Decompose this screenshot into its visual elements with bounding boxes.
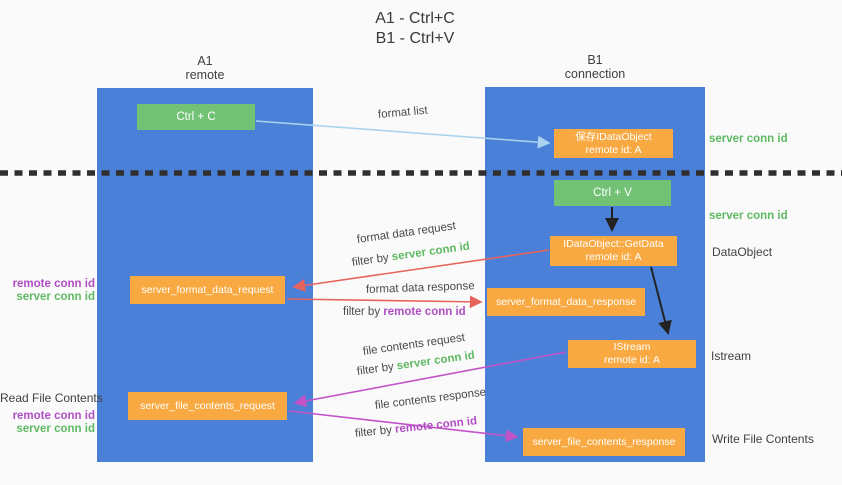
right-column-name: B1 [587, 53, 603, 67]
format-list-label: format list [377, 104, 429, 121]
format-data-response-label: format data response [365, 280, 475, 296]
left-column-name: A1 [197, 54, 213, 68]
format-data-request-label: format data request [356, 220, 457, 246]
server-conn-id-annotation-top: server conn id [709, 133, 788, 145]
node-server-file-contents-response-label: server_file_contents_response [532, 435, 676, 448]
node-save-idataobject: 保存IDataObject remote id: A [554, 129, 673, 158]
node-server-file-contents-response: server_file_contents_response [523, 428, 685, 456]
file-contents-response-filter-label: filter by remote conn id [354, 415, 477, 440]
node-idataobject-getdata-line1: IDataObject::GetData [563, 238, 664, 250]
node-server-file-contents-request: server_file_contents_request [128, 392, 287, 420]
left-conn-id-pair-format: remote conn id server conn id [0, 278, 95, 303]
node-ctrl-v-label: Ctrl + V [593, 186, 632, 199]
format-data-request-filter-label: filter by server conn id [351, 241, 470, 269]
remote-conn-id-text: remote conn id [12, 278, 95, 290]
node-server-format-data-response: server_format_data_response [487, 288, 645, 316]
server-conn-id-text: server conn id [16, 422, 95, 435]
istream-annotation: Istream [711, 349, 752, 363]
node-server-file-contents-request-label: server_file_contents_request [140, 399, 275, 412]
filter-by-text: filter by [356, 360, 398, 378]
file-contents-response-label: file contents response [374, 386, 487, 412]
node-istream-line1: IStream [613, 341, 651, 353]
write-file-contents-annotation: Write File Contents [712, 432, 814, 446]
filter-by-text: filter by [354, 423, 396, 440]
filter-by-text: filter by [343, 306, 384, 318]
node-server-format-data-request: server_format_data_request [130, 276, 285, 304]
remote-conn-id-text: remote conn id [394, 415, 478, 436]
node-ctrl-v: Ctrl + V [554, 180, 671, 206]
node-ctrl-c: Ctrl + C [137, 104, 255, 130]
node-idataobject-getdata: IDataObject::GetData remote id: A [550, 236, 677, 266]
right-column-subtitle: connection [564, 67, 626, 81]
node-ctrl-c-label: Ctrl + C [176, 110, 216, 123]
left-column-subtitle: remote [185, 68, 225, 82]
right-column-header: B1 connection [485, 53, 705, 81]
node-server-format-data-response-label: server_format_data_response [495, 295, 637, 308]
title-line-1: A1 - Ctrl+C [375, 10, 455, 27]
server-conn-id-text: server conn id [16, 290, 95, 303]
node-server-format-data-request-label: server_format_data_request [141, 283, 274, 296]
node-istream: IStream remote id: A [568, 340, 696, 368]
node-save-idataobject-line2: remote id: A [585, 143, 642, 156]
node-idataobject-getdata-line2: remote id: A [585, 251, 642, 263]
left-column-header: A1 remote [97, 54, 313, 82]
node-save-idataobject-line1: 保存IDataObject [575, 130, 652, 143]
server-conn-id-annotation-mid: server conn id [709, 210, 788, 222]
dataobject-annotation: DataObject [712, 245, 773, 259]
remote-conn-id-text: remote conn id [12, 410, 95, 422]
format-data-response-filter-label: filter by remote conn id [343, 306, 466, 318]
server-conn-id-text: server conn id [396, 349, 476, 373]
remote-conn-id-text: remote conn id [383, 306, 466, 318]
left-conn-id-pair-file: remote conn id server conn id [0, 410, 95, 435]
filter-by-text: filter by [351, 251, 393, 269]
format-data-response-arrow [286, 295, 483, 309]
server-conn-id-text: server conn id [391, 240, 471, 264]
node-istream-line2: remote id: A [603, 354, 661, 366]
diagram-title: A1 - Ctrl+C B1 - Ctrl+V [315, 9, 515, 49]
title-line-2: B1 - Ctrl+V [375, 30, 455, 47]
read-file-contents-annotation: Read File Contents [0, 391, 103, 405]
